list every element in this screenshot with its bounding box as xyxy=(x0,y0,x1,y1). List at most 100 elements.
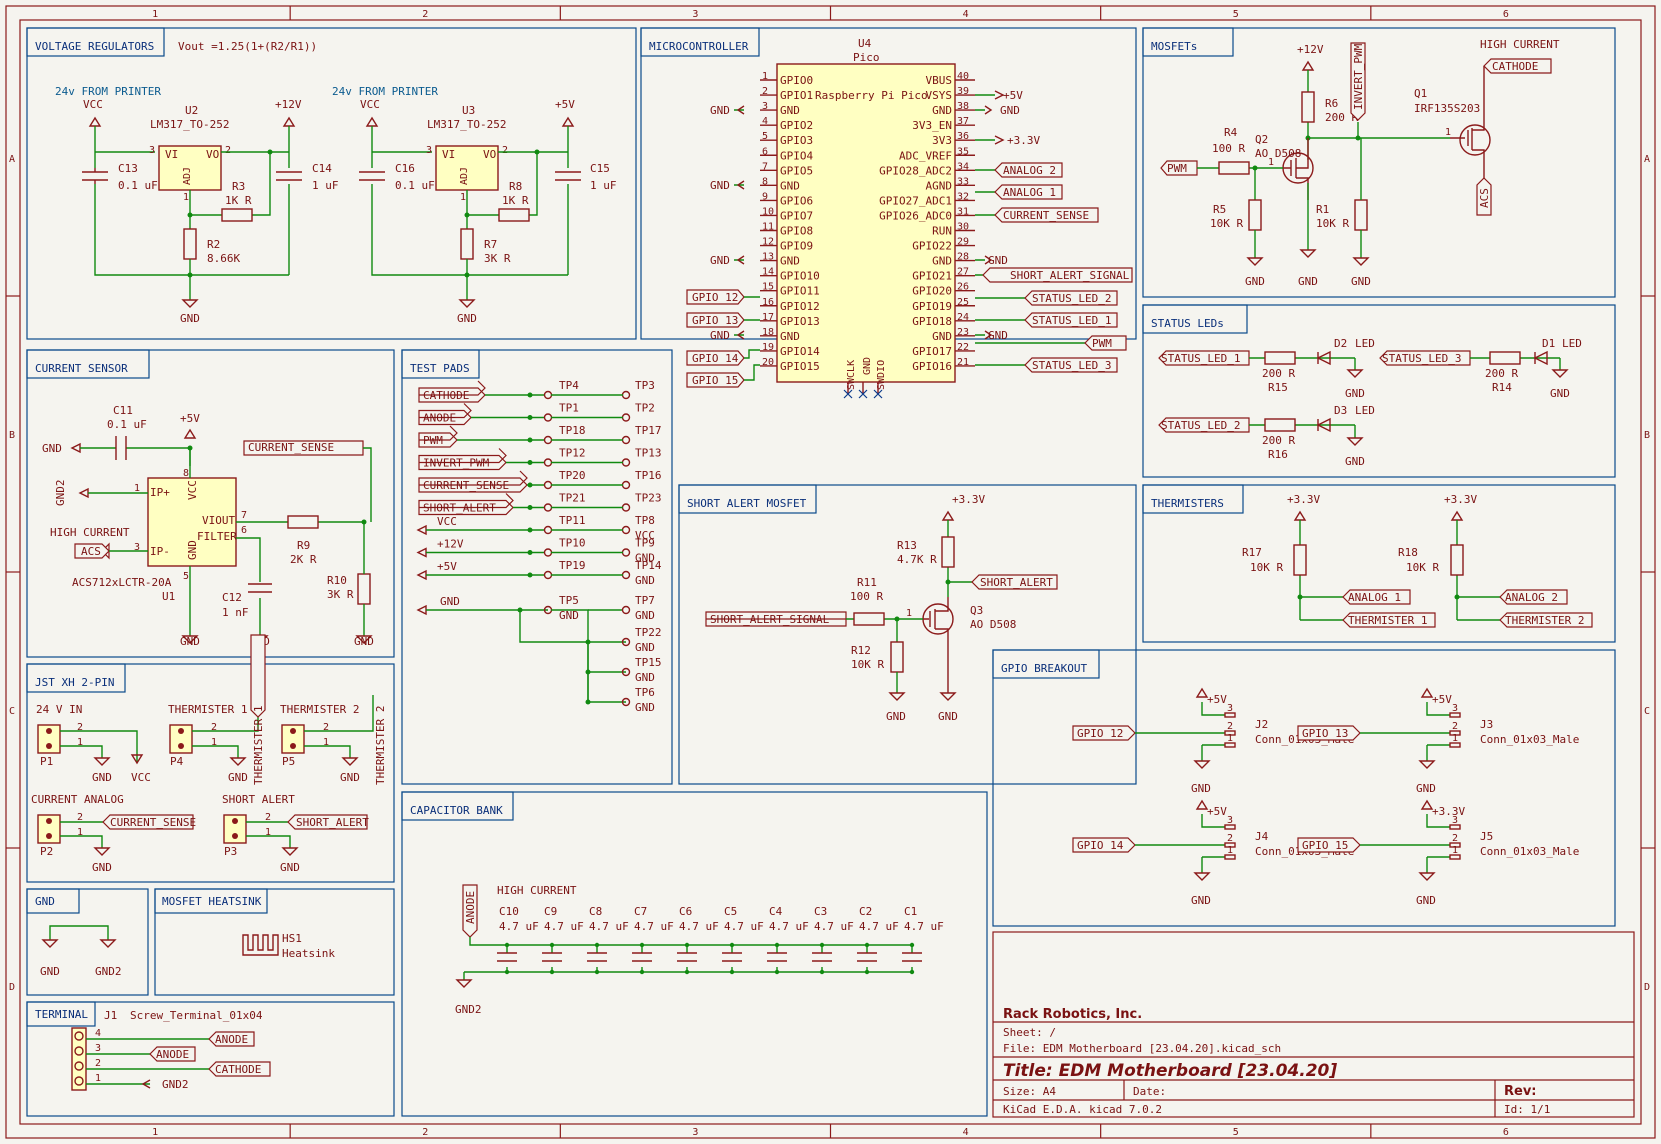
frame-col-label: 3 xyxy=(692,9,698,20)
test-pad-ref: TP10 xyxy=(559,537,586,550)
net-label-gpio15: GPIO 15 xyxy=(686,372,745,388)
svg-text:2: 2 xyxy=(323,722,329,733)
svg-text:GPIO 13: GPIO 13 xyxy=(1302,727,1348,740)
svg-text:P5: P5 xyxy=(282,755,295,768)
pico-pin-number: 20 xyxy=(762,357,774,368)
connector-p1: 24 V IN P1 21 GND VCC xyxy=(36,703,151,784)
title-block: Rack Robotics, Inc. Sheet: / File: EDM M… xyxy=(992,931,1635,1118)
pico-pin-label: GPIO0 xyxy=(780,74,813,87)
svg-text:D2: D2 xyxy=(1334,337,1347,350)
svg-text:24 V IN: 24 V IN xyxy=(36,703,82,716)
pico-pin-label: GPIO8 xyxy=(780,225,813,238)
test-pad-ref: TP20 xyxy=(559,469,586,482)
net-label-analog1: ANALOG 1 xyxy=(994,184,1063,200)
section-title: MICROCONTROLLER xyxy=(640,27,760,57)
svg-text:10K R: 10K R xyxy=(851,658,884,671)
svg-text:200 R: 200 R xyxy=(1325,111,1358,124)
svg-text:GND: GND xyxy=(340,771,360,784)
pico-pin-number: 9 xyxy=(762,191,768,202)
svg-text:J1: J1 xyxy=(104,1009,117,1022)
svg-text:C8: C8 xyxy=(589,905,602,918)
svg-text:C15: C15 xyxy=(590,162,610,175)
svg-text:R4: R4 xyxy=(1224,126,1238,139)
resistor-r8 xyxy=(498,208,530,222)
svg-text:JST XH 2-PIN: JST XH 2-PIN xyxy=(35,676,114,689)
capacitor-c15 xyxy=(555,171,581,181)
svg-text:+5V: +5V xyxy=(1003,89,1023,102)
svg-text:GND: GND xyxy=(1000,104,1020,117)
svg-text:200 R: 200 R xyxy=(1485,367,1518,380)
svg-text:CATHODE: CATHODE xyxy=(215,1063,261,1076)
pico-pin-label: GND xyxy=(780,330,800,343)
svg-text:Sheet: /: Sheet: / xyxy=(1003,1026,1056,1039)
svg-text:INVERT_PWM: INVERT_PWM xyxy=(1352,43,1365,110)
section-title: SHORT ALERT MOSFET xyxy=(678,484,817,514)
capacitor-c8 xyxy=(587,952,607,962)
pico-pin-label: GPIO21 xyxy=(912,270,952,283)
svg-text:C7: C7 xyxy=(634,905,647,918)
test-pad-icon xyxy=(621,637,631,647)
svg-text:3: 3 xyxy=(426,145,432,156)
section-title: TEST PADS xyxy=(401,349,480,379)
svg-text:100 R: 100 R xyxy=(850,590,883,603)
test-pad-icon xyxy=(543,435,553,445)
svg-text:ADJ: ADJ xyxy=(182,167,193,185)
svg-text:LM317_TO-252: LM317_TO-252 xyxy=(427,118,506,131)
jst-connectors: 24 V IN P1 21 GND VCC THERMISTER 1 P4 21… xyxy=(31,634,387,874)
net-label-cathode xyxy=(418,380,486,403)
svg-text:ANALOG 2: ANALOG 2 xyxy=(1003,164,1056,177)
test-pad-ref: TP17 xyxy=(635,424,662,437)
svg-text:ACS: ACS xyxy=(81,545,101,558)
svg-text:THERMISTER 2: THERMISTER 2 xyxy=(374,706,387,785)
test-pad-icon xyxy=(543,458,553,467)
pico-pin-number: 35 xyxy=(957,146,969,157)
svg-text:HIGH CURRENT: HIGH CURRENT xyxy=(497,884,577,897)
svg-text:GPIO 15: GPIO 15 xyxy=(692,374,738,387)
svg-text:1: 1 xyxy=(134,483,140,494)
resistor-r11 xyxy=(853,612,885,626)
svg-text:GND: GND xyxy=(186,540,199,560)
test-pad-icon xyxy=(543,570,553,580)
svg-text:8.66K: 8.66K xyxy=(207,252,240,265)
svg-text:R18: R18 xyxy=(1398,546,1418,559)
frame-row-label: D xyxy=(1644,982,1650,993)
svg-text:1: 1 xyxy=(77,737,83,748)
net-label-short-alert: SHORT_ALERT xyxy=(971,574,1058,590)
net-label-short_alert xyxy=(418,493,514,516)
svg-text:1: 1 xyxy=(460,192,466,203)
svg-text:R5: R5 xyxy=(1213,203,1226,216)
svg-text:C6: C6 xyxy=(679,905,692,918)
capacitor-c4 xyxy=(767,952,787,962)
pico-pin-number: 36 xyxy=(957,131,969,142)
test-pad-net: VCC xyxy=(437,515,457,528)
test-pad-ref: TP1 xyxy=(559,402,579,415)
test-pad-icon xyxy=(621,548,631,557)
svg-text:2: 2 xyxy=(265,812,271,823)
resistor-r1 xyxy=(1354,199,1368,231)
svg-text:24v FROM PRINTER: 24v FROM PRINTER xyxy=(55,85,161,98)
svg-text:GND: GND xyxy=(42,442,62,455)
pico-pin-label: GPIO16 xyxy=(912,360,952,373)
pico-pin-label: GPIO17 xyxy=(912,345,952,358)
microcontroller: U4 Pico Raspberry Pi Pico GPIO01GPIO12GN… xyxy=(686,37,1133,399)
net-label-cathode: CATHODE xyxy=(1483,58,1552,74)
svg-text:GND: GND xyxy=(710,104,730,117)
test-pad-icon xyxy=(621,667,631,677)
svg-text:4.7 uF: 4.7 uF xyxy=(499,920,539,933)
svg-text:SHORT ALERT: SHORT ALERT xyxy=(222,793,295,806)
svg-text:P1: P1 xyxy=(40,755,53,768)
frame-col-label: 5 xyxy=(1233,9,1239,20)
svg-text:+5V: +5V xyxy=(555,98,575,111)
svg-text:C2: C2 xyxy=(859,905,872,918)
svg-text:R17: R17 xyxy=(1242,546,1262,559)
svg-text:GPIO 14: GPIO 14 xyxy=(692,352,739,365)
section-titles: VOLTAGE REGULATORS MICROCONTROLLER MOSFE… xyxy=(26,27,1248,1027)
svg-text:3: 3 xyxy=(1227,703,1233,714)
svg-text:C13: C13 xyxy=(118,162,138,175)
frame-row-label: B xyxy=(9,430,15,441)
test-pad-net: GND xyxy=(635,574,655,587)
pico-pin-number: 11 xyxy=(762,222,774,233)
svg-text:3: 3 xyxy=(1452,815,1458,826)
